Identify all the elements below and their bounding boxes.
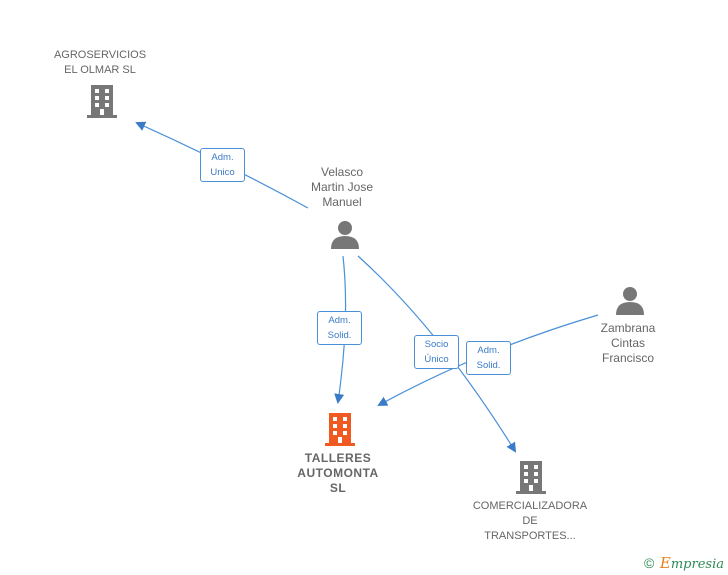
brand-footer: © Empresia (644, 554, 724, 572)
brand-logo-text: mpresia (670, 557, 724, 572)
company-label-agroservicios[interactable]: AGROSERVICIOS EL OLMAR SL (53, 49, 147, 76)
company-label-talleres[interactable]: TALLERES AUTOMONTA SL (297, 451, 379, 495)
edge-label-adm-solid-zambrana: Adm. Solid. (466, 341, 511, 375)
copyright-symbol: © (643, 555, 655, 571)
building-icon[interactable] (324, 411, 356, 447)
person-label-velasco[interactable]: Velasco Martin Jose Manuel (310, 165, 374, 209)
edge-label-socio-unico: Socio Único (414, 335, 459, 369)
person-label-zambrana[interactable]: Zambrana Cintas Francisco (600, 321, 656, 365)
edge-label-adm-unico: Adm. Unico (200, 148, 245, 182)
building-icon[interactable] (515, 459, 547, 495)
brand-logo-initial: E (659, 554, 671, 572)
person-icon[interactable] (615, 285, 645, 315)
building-icon[interactable] (86, 83, 118, 119)
company-label-comercializadora[interactable]: COMERCIALIZADORA DE TRANSPORTES... (472, 500, 588, 542)
person-icon[interactable] (330, 219, 360, 249)
edge-label-adm-solid-velasco: Adm. Solid. (317, 311, 362, 345)
